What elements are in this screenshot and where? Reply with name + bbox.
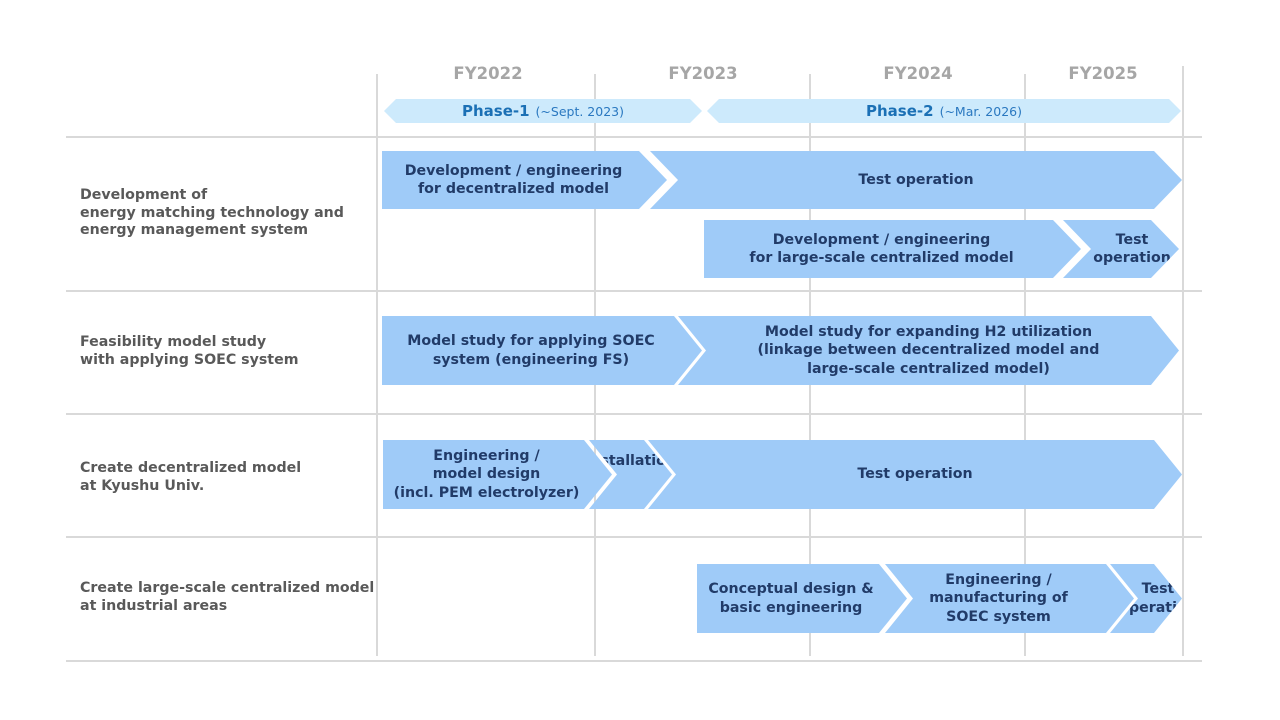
phase-2-period: (~Mar. 2026) <box>939 103 1022 119</box>
task-h2-utilization-study: Model study for expanding H2 utilization… <box>678 316 1179 385</box>
row-divider <box>66 660 1202 662</box>
row-divider <box>66 536 1202 538</box>
phase-1-banner: Phase-1 (~Sept. 2023) <box>384 99 702 123</box>
task-dev-decentralized: Development / engineering for decentrali… <box>382 151 667 209</box>
task-engineering-model-design: Engineering / model design (incl. PEM el… <box>383 440 612 509</box>
task-dev-centralized: Development / engineering for large-scal… <box>704 220 1081 278</box>
phase-1-period: (~Sept. 2023) <box>535 103 624 119</box>
phase-2-banner: Phase-2 (~Mar. 2026) <box>707 99 1181 123</box>
year-divider <box>1182 66 1184 656</box>
year-divider <box>376 74 378 656</box>
year-header-fy2022: FY2022 <box>453 64 523 83</box>
phase-1-name: Phase-1 <box>461 102 530 120</box>
task-engineering-manufacturing: Engineering / manufacturing of SOEC syst… <box>885 564 1134 633</box>
task-conceptual-design: Conceptual design & basic engineering <box>697 564 907 633</box>
row-label-energy-management: Development of energy matching technolog… <box>80 187 344 238</box>
row-divider <box>66 290 1202 292</box>
year-header-fy2025: FY2025 <box>1068 64 1138 83</box>
phase-2-name: Phase-2 <box>866 102 934 120</box>
row-divider <box>66 413 1202 415</box>
year-header-fy2023: FY2023 <box>668 64 738 83</box>
row-label-soec-feasibility: Feasibility model study with applying SO… <box>80 334 299 368</box>
task-test-operation: Test operation <box>650 151 1182 209</box>
task-soec-model-study: Model study for applying SOEC system (en… <box>382 316 702 385</box>
row-label-decentralized-model: Create decentralized model at Kyushu Uni… <box>80 460 302 494</box>
row-label-centralized-model: Create large-scale centralized model at … <box>80 580 375 614</box>
task-test-operation: Test operation <box>648 440 1182 509</box>
year-header-fy2024: FY2024 <box>883 64 953 83</box>
row-divider <box>66 136 1202 138</box>
task-test-operation: Test operation <box>1063 220 1179 278</box>
